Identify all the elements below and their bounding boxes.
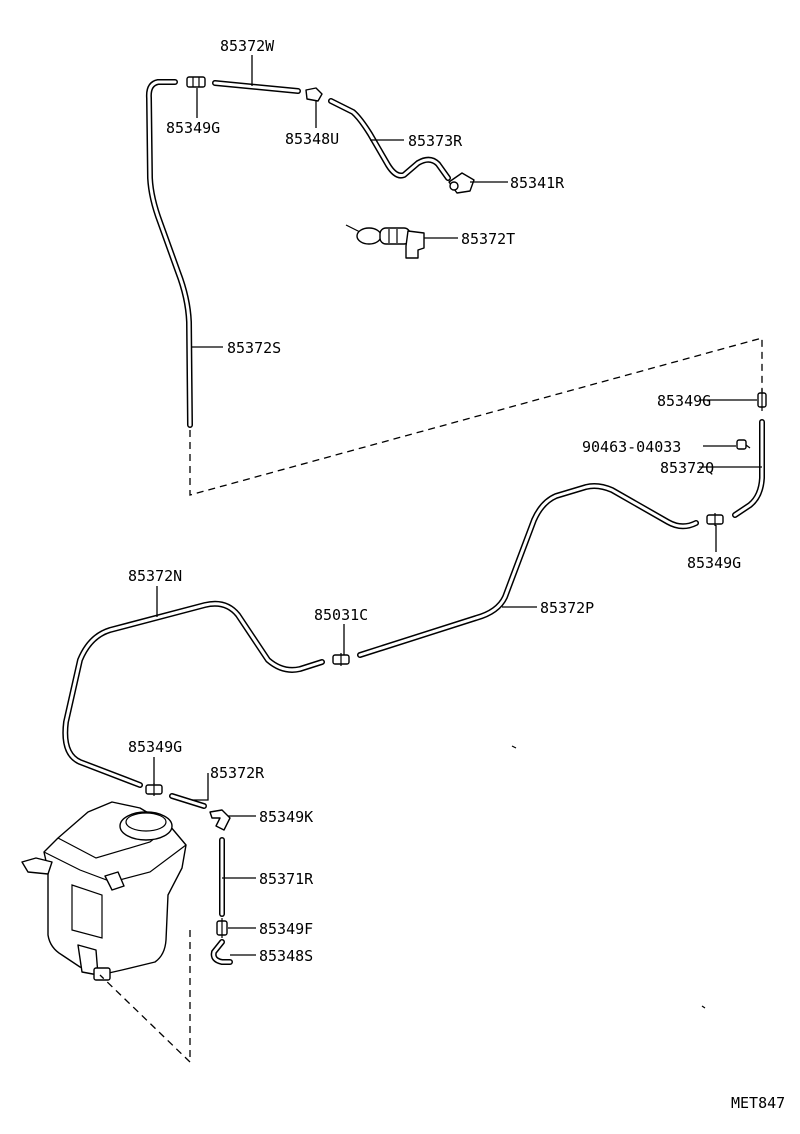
stray-mark: [701, 1005, 706, 1009]
diagram-code: MET847: [731, 1094, 785, 1112]
label-85348S: 85348S: [259, 947, 313, 965]
label-85349G-mid: 85349G: [687, 554, 741, 572]
label-85372S: 85372S: [227, 339, 281, 357]
elbow-85348S: [210, 939, 233, 965]
stray-mark: [511, 745, 517, 749]
label-85031C: 85031C: [314, 606, 368, 624]
label-85372R: 85372R: [210, 764, 265, 782]
label-85372N: 85372N: [128, 567, 182, 585]
label-85341R: 85341R: [510, 174, 565, 192]
hose-85372R: [169, 793, 207, 809]
hose-85372W: [212, 80, 301, 94]
pump-85372T: [345, 224, 425, 259]
label-85349F: 85349F: [259, 920, 313, 938]
nozzle-85341R: [448, 172, 475, 194]
label-85349G-top: 85349G: [166, 119, 220, 137]
label-85371R: 85371R: [259, 870, 314, 888]
label-85349G-low: 85349G: [128, 738, 182, 756]
clamp-90463-04033: [736, 439, 751, 450]
connector-85349G-top: [186, 76, 206, 88]
elbow-85349K: [209, 809, 231, 831]
hose-85372Q: [732, 419, 765, 518]
hose-85373R: [328, 98, 451, 181]
leader-lines: [153, 55, 762, 956]
connector-85349G-mid: [706, 513, 724, 526]
hose-85372N: [62, 600, 325, 788]
label-85373R: 85373R: [408, 132, 463, 150]
dashed-link-lines: [99, 337, 763, 1064]
label-85349G-right: 85349G: [657, 392, 711, 410]
label-85372W: 85372W: [220, 37, 275, 55]
connector-85349F: [216, 918, 228, 938]
label-85348U: 85348U: [285, 130, 339, 148]
label-85372Q: 85372Q: [660, 459, 714, 477]
hose-85372S: [145, 79, 193, 428]
connector-85349G-low: [145, 783, 163, 796]
label-85372P: 85372P: [540, 599, 594, 617]
label-90463-04033: 90463-04033: [582, 438, 681, 456]
connector-85348U: [305, 87, 323, 102]
hose-85372P: [357, 483, 699, 658]
connector-85349G-right: [757, 389, 767, 411]
washer-tank: [21, 801, 187, 981]
connector-85031C: [332, 653, 350, 666]
label-85349K: 85349K: [259, 808, 313, 826]
label-85372T: 85372T: [461, 230, 515, 248]
